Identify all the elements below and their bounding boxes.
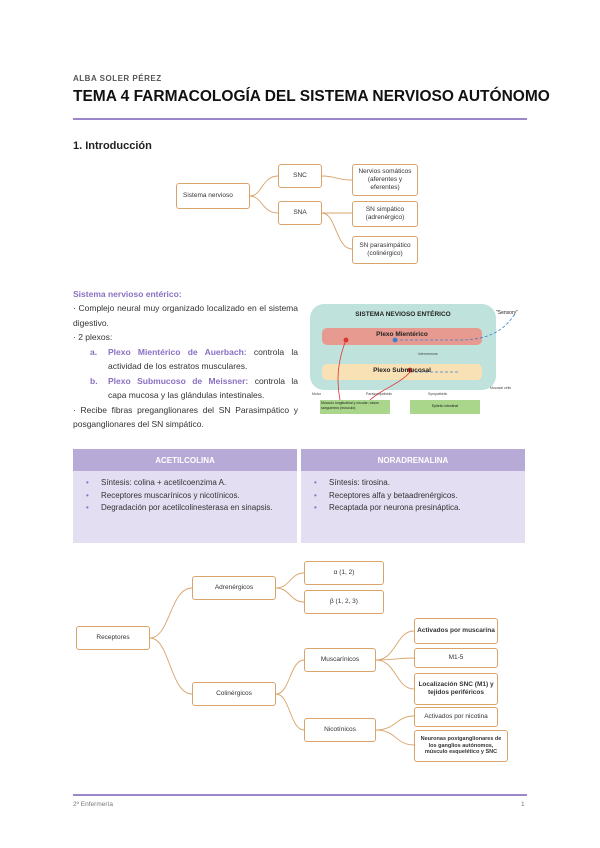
title-divider <box>73 118 527 120</box>
tree2-node-colinergicos: Colinérgicos <box>192 682 276 706</box>
tree2-node-m-subtipos: M1-5 <box>414 648 498 668</box>
diagram-label-motor: Motor <box>312 392 321 396</box>
enteric-diagram-graphic <box>310 304 516 414</box>
diagram-label-interneurons: Interneurons <box>418 352 438 356</box>
tree2-node-alpha: α (1, 2) <box>304 561 384 585</box>
item-b-desc: controla la capa mucosa y las glándulas … <box>108 375 298 401</box>
tree2-node-nicotinicos: Nicotínicos <box>304 718 376 742</box>
enteric-p2: · 2 plexos: <box>73 332 113 342</box>
tree1-node-snc: SNC <box>278 164 322 188</box>
tree1-node-parasimpatico: SN parasimpático (colinérgico) <box>352 236 418 264</box>
diagram-box-muscle: Músculo longitudinal y circular; vasos s… <box>321 401 379 410</box>
diagram-title: SISTEMA NEVIOSO ENTÉRICO <box>355 311 451 318</box>
diagram-label-sensory: "Sensory" <box>496 310 518 316</box>
enteric-heading: Sistema nervioso entérico: <box>73 289 182 299</box>
item-b-name: Plexo Submucoso de Meissner: <box>108 375 249 386</box>
author-name: ALBA SOLER PÉREZ <box>73 74 162 83</box>
tree2-node-m-activados: Activados por muscarina <box>414 618 498 644</box>
neurotransmitter-table: ACETILCOLINA NORADRENALINA Síntesis: col… <box>73 449 525 543</box>
noradrenalina-item: Síntesis: tirosina. <box>314 477 525 490</box>
tree2-node-beta: β (1, 2, 3) <box>304 590 384 614</box>
tree1-node-somaticos: Nervios somáticos (aferentes y eferentes… <box>352 164 418 196</box>
enteric-diagram: SISTEMA NEVIOSO ENTÉRICO Plexo Mientéric… <box>310 300 525 418</box>
table-cell-noradrenalina: Síntesis: tirosina. Receptores alfa y be… <box>301 471 525 543</box>
enteric-text: · Complejo neural muy organizado localiz… <box>73 301 298 432</box>
diagram-plexo-submucoso: Plexo Submucosal <box>373 367 431 374</box>
table-cell-acetilcolina: Síntesis: colina + acetilcoenzima A. Rec… <box>73 471 297 543</box>
acetilcolina-item: Receptores muscarínicos y nicotínicos. <box>86 490 281 503</box>
item-a-name: Plexo Mientérico de Auerbach: <box>108 346 247 357</box>
tree1-node-root: Sistema nervioso <box>176 183 250 209</box>
enteric-item-b: b. Plexo Submucoso de Meissner: controla … <box>73 374 298 403</box>
noradrenalina-item: Recaptada por neurona presináptica. <box>314 502 525 515</box>
footer-course: 2º Enfermería <box>73 801 113 808</box>
section-heading-intro: 1. Introducción <box>73 140 152 152</box>
item-b-letter: b. <box>90 375 98 386</box>
diagram-label-mucosal: Mucosal cells <box>490 386 512 390</box>
tree2-node-n-neuronas: Neuronas postganglionares de los ganglio… <box>414 730 508 762</box>
tree1-node-sna: SNA <box>278 201 322 225</box>
diagram-label-parasympathetic: Parasympathetic <box>366 392 393 396</box>
footer-divider <box>73 794 527 796</box>
tree2-node-n-activados: Activados por nicotina <box>414 707 498 727</box>
table-header-acetilcolina: ACETILCOLINA <box>73 449 297 471</box>
enteric-p3: · Recibe fibras preganglionares del SN P… <box>73 404 298 430</box>
acetilcolina-item: Degradación por acetilcolinesterasa en s… <box>86 502 281 515</box>
page-number: 1 <box>521 801 525 808</box>
diagram-plexo-mienterico: Plexo Mientérico <box>376 331 428 338</box>
enteric-p1: · Complejo neural muy organizado localiz… <box>73 303 298 328</box>
tree2-node-m-localizacion: Localización SNC (M1) y tejidos periféri… <box>414 673 498 705</box>
acetilcolina-item: Síntesis: colina + acetilcoenzima A. <box>86 477 281 490</box>
tree2-node-receptores: Receptores <box>76 626 150 650</box>
enteric-item-a: a. Plexo Mientérico de Auerbach: controla… <box>73 345 298 374</box>
diagram-label-sympathetic: Sympathetic <box>428 392 448 396</box>
tree2-node-adrenergicos: Adrenérgicos <box>192 576 276 600</box>
page-title: TEMA 4 FARMACOLOGÍA DEL SISTEMA NERVIOSO… <box>73 88 550 105</box>
tree2-node-muscarinicos: Muscarínicos <box>304 648 376 672</box>
noradrenalina-item: Receptores alfa y betaadrenérgicos. <box>314 490 525 503</box>
item-a-letter: a. <box>90 346 98 357</box>
tree1-node-simpatico: SN simpático (adrenérgico) <box>352 201 418 227</box>
item-a-desc: controla la actividad de los estratos mu… <box>108 346 298 372</box>
table-header-noradrenalina: NORADRENALINA <box>301 449 525 471</box>
diagram-box-epithelium: Epitelio intestinal <box>431 404 459 408</box>
